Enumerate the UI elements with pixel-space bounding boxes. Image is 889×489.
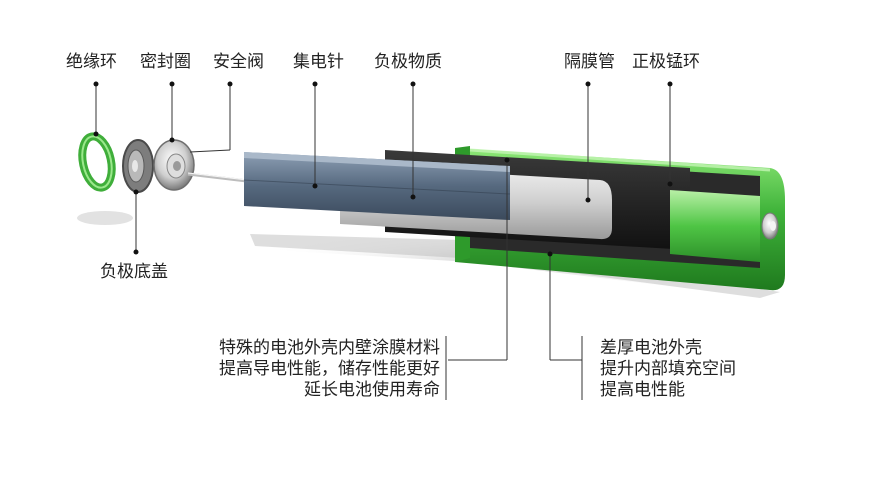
ring-shadow (77, 211, 133, 225)
label-safety-valve: 安全阀 (213, 52, 264, 72)
note-coating: 特殊的电池外壳内壁涂膜材料 提高导电性能，储存性能更好 延长电池使用寿命 (168, 338, 440, 401)
shell-inner-wall (670, 190, 760, 262)
body-shadow-dark (250, 234, 780, 298)
anode-material-shape (244, 152, 510, 220)
note-coating-line-1: 特殊的电池外壳内壁涂膜材料 (219, 338, 440, 358)
positive-terminal-tip (770, 221, 776, 231)
shell-highlight (469, 148, 771, 172)
label-collector-pin: 集电针 (293, 52, 344, 72)
note-coating-line-3: 延长电池使用寿命 (304, 380, 440, 400)
label-cathode-ring: 正极锰环 (632, 52, 700, 72)
label-separator-tube: 隔膜管 (564, 52, 615, 72)
leader-lines (95, 84, 671, 400)
label-seal-ring: 密封圈 (140, 52, 191, 72)
note-shell-line-1: 差厚电池外壳 (600, 338, 702, 358)
note-shell: 差厚电池外壳 提升内部填充空间 提高电性能 (600, 338, 736, 401)
label-insulation-ring: 绝缘环 (66, 52, 117, 72)
note-shell-line-2: 提升内部填充空间 (600, 359, 736, 379)
anode-top-face (244, 152, 510, 172)
note-shell-line-3: 提高电性能 (600, 380, 685, 400)
seal-ring-hole (132, 160, 138, 172)
note-coating-line-2: 提高导电性能，储存性能更好 (219, 359, 440, 379)
label-anode-material: 负极物质 (374, 52, 442, 72)
label-anode-cap: 负极底盖 (100, 262, 168, 282)
safety-valve-nub (173, 161, 181, 171)
anode-seam (243, 179, 511, 195)
insulation-ring-highlight (81, 135, 113, 189)
leader-dots (93, 81, 673, 257)
